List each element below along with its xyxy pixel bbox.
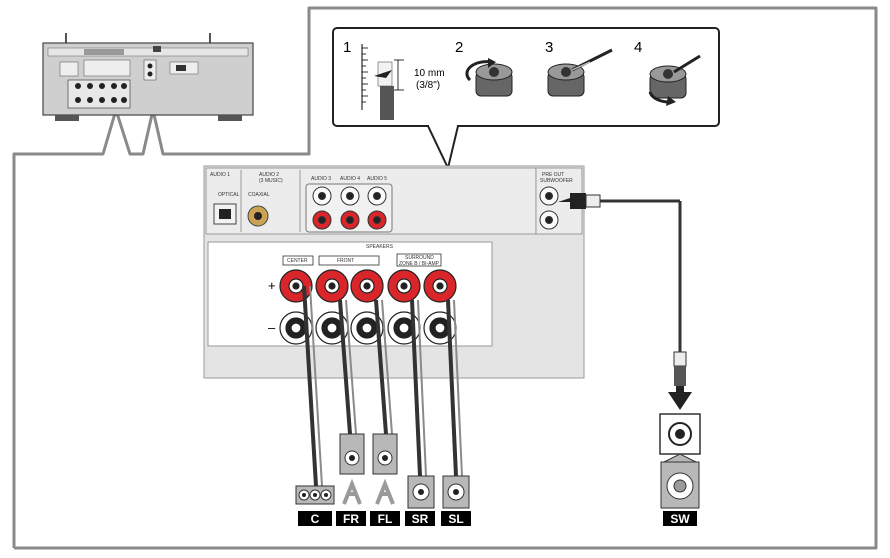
speaker-tag-sw-text: SW: [670, 512, 690, 526]
loosen-terminal-icon: [465, 58, 513, 97]
step-4-number: 4: [634, 39, 642, 56]
speaker-tag-sr: SR: [405, 511, 435, 526]
surround-left-speaker-icon: [442, 475, 470, 509]
ruler-wire-icon: [361, 44, 404, 120]
coaxial-label: COAXIAL: [248, 192, 270, 198]
speaker-tag-sr-text: SR: [412, 512, 429, 526]
center-label: CENTER: [287, 258, 308, 264]
minus-sign: –: [268, 320, 276, 335]
speakers-label: SPEAKERS: [366, 244, 394, 250]
subwoofer-cable: [558, 193, 692, 410]
receiver-rear-panel: AUDIO 1 AUDIO 2 (3 MUSIC) OPTICAL COAXIA…: [203, 165, 585, 379]
front-left-speaker-icon: [372, 433, 398, 505]
speaker-tag-sl: SL: [441, 511, 471, 526]
center-speaker-icon: [295, 485, 335, 505]
wiring-steps-callout: 1 2 3 4 10 mm (3/8"): [332, 27, 720, 171]
strip-length-inch: (3/8"): [416, 80, 440, 91]
insert-wire-icon: [547, 48, 613, 97]
audio4-label: AUDIO 4: [340, 176, 360, 182]
audio1-label: AUDIO 1: [210, 172, 230, 178]
speaker-tag-c: C: [298, 511, 332, 526]
plus-sign: +: [268, 278, 276, 293]
tighten-terminal-icon: [648, 54, 701, 106]
speaker-tag-fl-text: FL: [378, 512, 393, 526]
negative-terminals: [279, 311, 457, 345]
subwoofer-speaker-icon: [660, 453, 700, 509]
speaker-tag-sl-text: SL: [448, 512, 463, 526]
zone-b-label: ZONE B / BI-AMP: [399, 261, 440, 267]
subwoofer-label: SUBWOOFER: [540, 178, 573, 184]
surround-right-speaker-icon: [407, 475, 435, 509]
receiver-thumbnail: [42, 33, 254, 121]
surround-label: SURROUND: [405, 255, 434, 261]
audio2-label: AUDIO 2: [259, 172, 279, 178]
step-3-number: 3: [545, 39, 553, 56]
audio3-label: AUDIO 3: [311, 176, 331, 182]
audio2-sub-label: (3 MUSIC): [259, 178, 283, 184]
speaker-tag-sw: SW: [663, 511, 697, 526]
speaker-tag-fl: FL: [370, 511, 400, 526]
preout-label: PRE OUT: [542, 172, 564, 178]
speaker-cables: [302, 285, 458, 487]
step-2-number: 2: [455, 39, 463, 56]
speaker-tag-fr: FR: [336, 511, 366, 526]
subwoofer-input-socket: [659, 413, 701, 455]
front-label: FRONT: [337, 258, 354, 264]
audio5-label: AUDIO 5: [367, 176, 387, 182]
step-1-number: 1: [343, 39, 351, 56]
speaker-tag-fr-text: FR: [343, 512, 359, 526]
positive-terminals: [279, 269, 457, 303]
optical-label: OPTICAL: [218, 192, 240, 198]
strip-length-mm: 10 mm: [414, 68, 445, 79]
front-right-speaker-icon: [339, 433, 365, 505]
speaker-tag-c-text: C: [311, 512, 320, 526]
